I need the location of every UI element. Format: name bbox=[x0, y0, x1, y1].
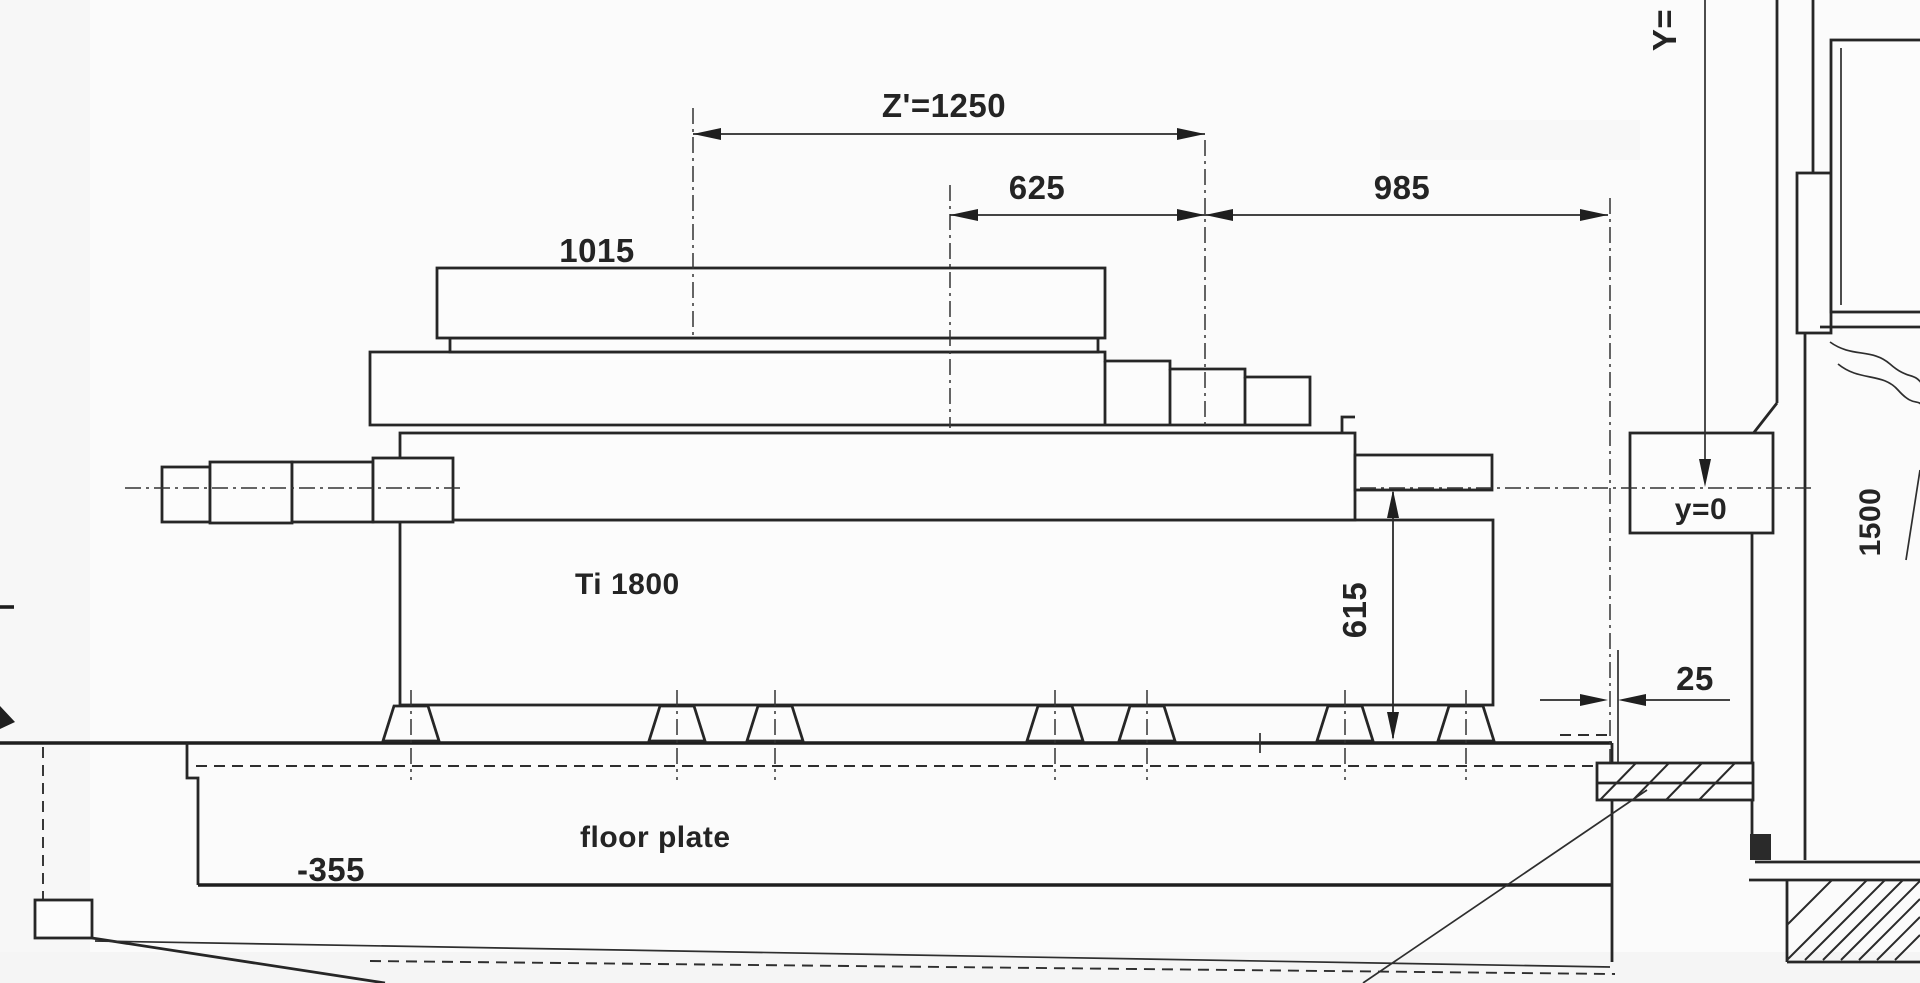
leveling-feet bbox=[381, 690, 1496, 780]
dim-1015-label: 1015 bbox=[559, 232, 634, 269]
foot bbox=[381, 690, 441, 780]
anchor-plate bbox=[1362, 734, 1755, 983]
pallet bbox=[435, 266, 1107, 354]
dimension-1015: 1015 bbox=[559, 232, 634, 269]
dim-25-label: 25 bbox=[1676, 660, 1714, 697]
machine-model-label: Ti 1800 bbox=[575, 568, 680, 601]
dimension-985: 985 bbox=[1205, 169, 1608, 221]
foot bbox=[1025, 690, 1085, 780]
dimension-z1250: Z'=1250 bbox=[693, 87, 1205, 140]
dimension-1500: 1500 bbox=[1854, 488, 1887, 557]
dimension-615: 615 bbox=[1336, 490, 1399, 740]
foot bbox=[1117, 690, 1177, 780]
dim-615-label: 615 bbox=[1336, 582, 1373, 639]
annotations: Ti 1800 floor plate -355 bbox=[297, 568, 731, 888]
y-zero-label: y=0 bbox=[1675, 493, 1727, 526]
dim-625-label: 625 bbox=[1009, 169, 1066, 206]
rotary-table bbox=[368, 350, 1312, 427]
dim-985-label: 985 bbox=[1374, 169, 1431, 206]
foot bbox=[1436, 690, 1496, 780]
machine-column bbox=[1628, 0, 1920, 964]
dimension-25: 25 bbox=[1540, 650, 1730, 762]
dimension-y: Y= y=0 bbox=[1646, 0, 1727, 526]
foot bbox=[1315, 690, 1375, 780]
pit-depth-label: -355 bbox=[297, 851, 365, 888]
floor-plate-label: floor plate bbox=[580, 821, 731, 854]
centerlines bbox=[125, 108, 1812, 762]
dim-1500-label: 1500 bbox=[1854, 488, 1887, 557]
y-axis-label: Y= bbox=[1646, 9, 1683, 51]
saddle bbox=[398, 415, 1494, 522]
foot bbox=[745, 690, 805, 780]
spindle-step-blocks-left bbox=[160, 456, 455, 525]
dimension-625: 625 bbox=[950, 169, 1205, 221]
dim-z1250-label: Z'=1250 bbox=[882, 87, 1006, 124]
hatched-foundation-block bbox=[1785, 879, 1920, 964]
foot bbox=[647, 690, 707, 780]
floor-plate bbox=[0, 605, 1616, 983]
machine-base bbox=[398, 518, 1495, 707]
